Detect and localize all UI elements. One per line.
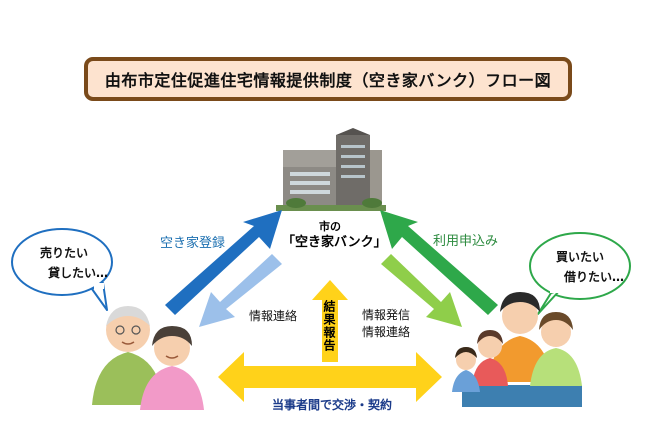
label-register: 空き家登録 bbox=[160, 236, 226, 251]
seller-speech-bubble bbox=[11, 228, 113, 311]
diagram-title: 由布市定住促進住宅情報提供制度（空き家バンク）フロー図 bbox=[84, 57, 572, 101]
bank-caption-city: 市の bbox=[319, 220, 341, 233]
label-result-report: 結果報告 bbox=[322, 300, 336, 352]
info-send-arrow bbox=[381, 254, 462, 327]
buyer-bubble-line1: 買いたい bbox=[556, 250, 605, 264]
city-hall-building-icon bbox=[276, 128, 386, 211]
negotiate-arrow bbox=[218, 352, 442, 402]
register-arrow bbox=[165, 210, 282, 315]
elderly-couple-icon bbox=[92, 306, 204, 410]
buyer-bubble-line2: 借りたい… bbox=[564, 270, 625, 284]
contact-left-arrow bbox=[199, 254, 282, 327]
bank-caption-name: 「空き家バンク」 bbox=[282, 235, 387, 250]
family-icon bbox=[452, 292, 582, 407]
label-info-send: 情報発信 bbox=[362, 308, 411, 322]
buyer-bubble-text: 買いたい 借りたい… bbox=[556, 247, 624, 287]
seller-bubble-text: 売りたい 貸したい… bbox=[40, 243, 108, 283]
result-report-arrow bbox=[312, 280, 348, 362]
seller-bubble-line2: 貸したい… bbox=[48, 266, 109, 280]
label-contact-right: 情報連絡 bbox=[362, 325, 411, 339]
buyer-speech-bubble bbox=[529, 232, 631, 315]
label-negotiate: 当事者間で交渉・契約 bbox=[271, 398, 392, 412]
seller-bubble-line1: 売りたい bbox=[40, 246, 89, 260]
label-contact-left: 情報連絡 bbox=[249, 309, 298, 323]
label-apply: 利用申込み bbox=[433, 234, 499, 249]
apply-arrow bbox=[380, 210, 498, 315]
